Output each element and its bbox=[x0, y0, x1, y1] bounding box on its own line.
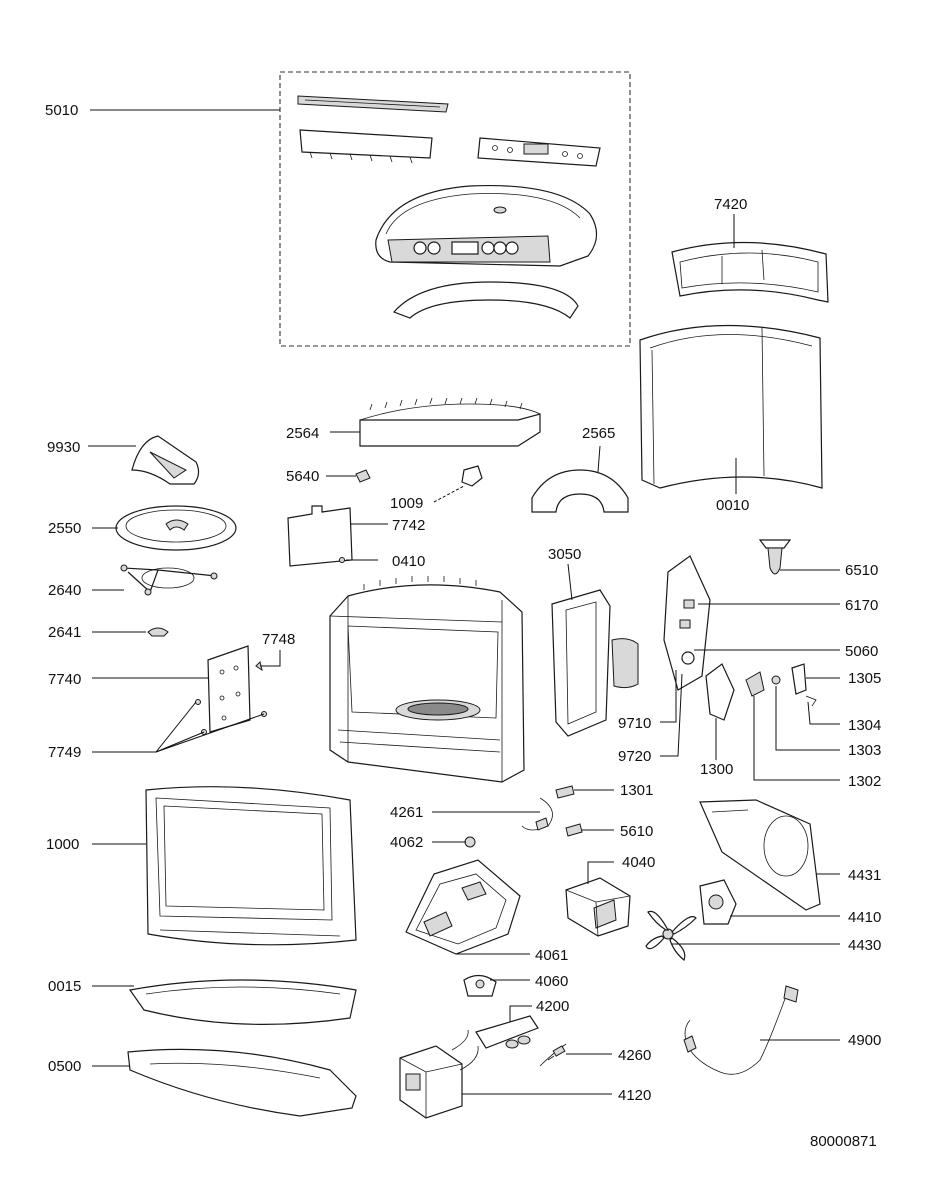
callout-0500: 0500 bbox=[48, 1058, 81, 1075]
callout-labels: 5010 7420 0010 2564 2565 9930 5640 1009 … bbox=[45, 102, 881, 1150]
bracket-1009 bbox=[461, 465, 483, 487]
callout-1303: 1303 bbox=[848, 742, 881, 759]
clip-5640 bbox=[355, 469, 371, 483]
nut-4062 bbox=[464, 836, 476, 848]
callout-6510: 6510 bbox=[845, 562, 878, 579]
callout-1009: 1009 bbox=[390, 495, 423, 512]
callout-4430: 4430 bbox=[848, 937, 881, 954]
door-1000 bbox=[145, 786, 357, 946]
sheet-7742 bbox=[287, 505, 353, 567]
handle-9930 bbox=[131, 435, 200, 485]
transformer-4040 bbox=[565, 877, 631, 937]
fan-blade-4430 bbox=[645, 910, 697, 961]
capacitor-4200 bbox=[475, 1015, 539, 1049]
air-duct-4431 bbox=[699, 799, 821, 911]
door-base-0015 bbox=[128, 979, 357, 1025]
turntable-glass-2550 bbox=[115, 505, 237, 551]
callout-4261: 4261 bbox=[390, 804, 423, 821]
callout-0010: 0010 bbox=[716, 497, 749, 514]
part-1301 bbox=[555, 785, 575, 799]
callout-1300: 1300 bbox=[700, 761, 733, 778]
part-5610 bbox=[565, 823, 583, 837]
callout-4431: 4431 bbox=[848, 867, 881, 884]
callout-9930: 9930 bbox=[47, 439, 80, 456]
callout-9720: 9720 bbox=[618, 748, 651, 765]
callout-4410: 4410 bbox=[848, 909, 881, 926]
oven-cavity bbox=[329, 576, 525, 783]
front-panel-0500 bbox=[127, 1048, 357, 1117]
diode-4260 bbox=[539, 1043, 567, 1067]
callout-4120: 4120 bbox=[618, 1087, 651, 1104]
callout-6170: 6170 bbox=[845, 597, 878, 614]
power-cord-4900 bbox=[683, 985, 799, 1075]
callout-1301: 1301 bbox=[620, 782, 653, 799]
leader-lines bbox=[88, 109, 840, 1095]
tray-2564 bbox=[359, 397, 541, 447]
callout-1302: 1302 bbox=[848, 773, 881, 790]
callout-7740: 7740 bbox=[48, 671, 81, 688]
callout-5610: 5610 bbox=[620, 823, 653, 840]
callout-4061: 4061 bbox=[535, 947, 568, 964]
fuse-board-6170 bbox=[663, 555, 711, 691]
callout-5640: 5640 bbox=[286, 468, 319, 485]
callout-2640: 2640 bbox=[48, 582, 81, 599]
callout-4260: 4260 bbox=[618, 1047, 651, 1064]
screw-7749a bbox=[195, 699, 201, 705]
lamp-6510 bbox=[758, 539, 792, 575]
callout-4062: 4062 bbox=[390, 834, 423, 851]
callout-0015: 0015 bbox=[48, 978, 81, 995]
waveguide-cover-7740 bbox=[207, 645, 251, 733]
callout-1305: 1305 bbox=[848, 670, 881, 687]
callout-4060: 4060 bbox=[535, 973, 568, 990]
callout-3050: 3050 bbox=[548, 546, 581, 563]
callout-0410: 0410 bbox=[392, 553, 425, 570]
control-panel-assembly-5010 bbox=[279, 71, 631, 347]
coupler-2641 bbox=[147, 627, 169, 637]
magnetron-4061 bbox=[405, 859, 521, 955]
callout-4900: 4900 bbox=[848, 1032, 881, 1049]
top-cover-7420 bbox=[671, 241, 829, 303]
fan-motor-4410 bbox=[699, 879, 737, 925]
latch-bracket-3050 bbox=[551, 589, 639, 737]
hv-transformer-4120 bbox=[399, 1029, 479, 1119]
screw-0410 bbox=[339, 557, 345, 563]
roller-ring-2640 bbox=[120, 564, 218, 596]
spring-1304 bbox=[805, 695, 817, 707]
switch-1305 bbox=[791, 663, 807, 695]
callout-2565: 2565 bbox=[582, 425, 615, 442]
callout-2564: 2564 bbox=[286, 425, 319, 442]
mica-cover-2565 bbox=[531, 469, 629, 513]
callout-7748: 7748 bbox=[262, 631, 295, 648]
callout-7420: 7420 bbox=[714, 196, 747, 213]
callout-1000: 1000 bbox=[46, 836, 79, 853]
callout-4200: 4200 bbox=[536, 998, 569, 1015]
washer-1303 bbox=[771, 675, 781, 685]
switch-1302 bbox=[745, 671, 765, 697]
turntable-motor-4060 bbox=[463, 974, 497, 997]
drawing-number: 80000871 bbox=[810, 1133, 877, 1150]
outer-case-0010 bbox=[639, 324, 823, 489]
callout-9710: 9710 bbox=[618, 715, 651, 732]
callout-1304: 1304 bbox=[848, 717, 881, 734]
callout-7742: 7742 bbox=[392, 517, 425, 534]
callout-5060: 5060 bbox=[845, 643, 878, 660]
callout-5010: 5010 bbox=[45, 102, 78, 119]
callout-2550: 2550 bbox=[48, 520, 81, 537]
switch-plate-1300 bbox=[705, 663, 735, 721]
callout-4040: 4040 bbox=[622, 854, 655, 871]
callout-2641: 2641 bbox=[48, 624, 81, 641]
callout-7749: 7749 bbox=[48, 744, 81, 761]
